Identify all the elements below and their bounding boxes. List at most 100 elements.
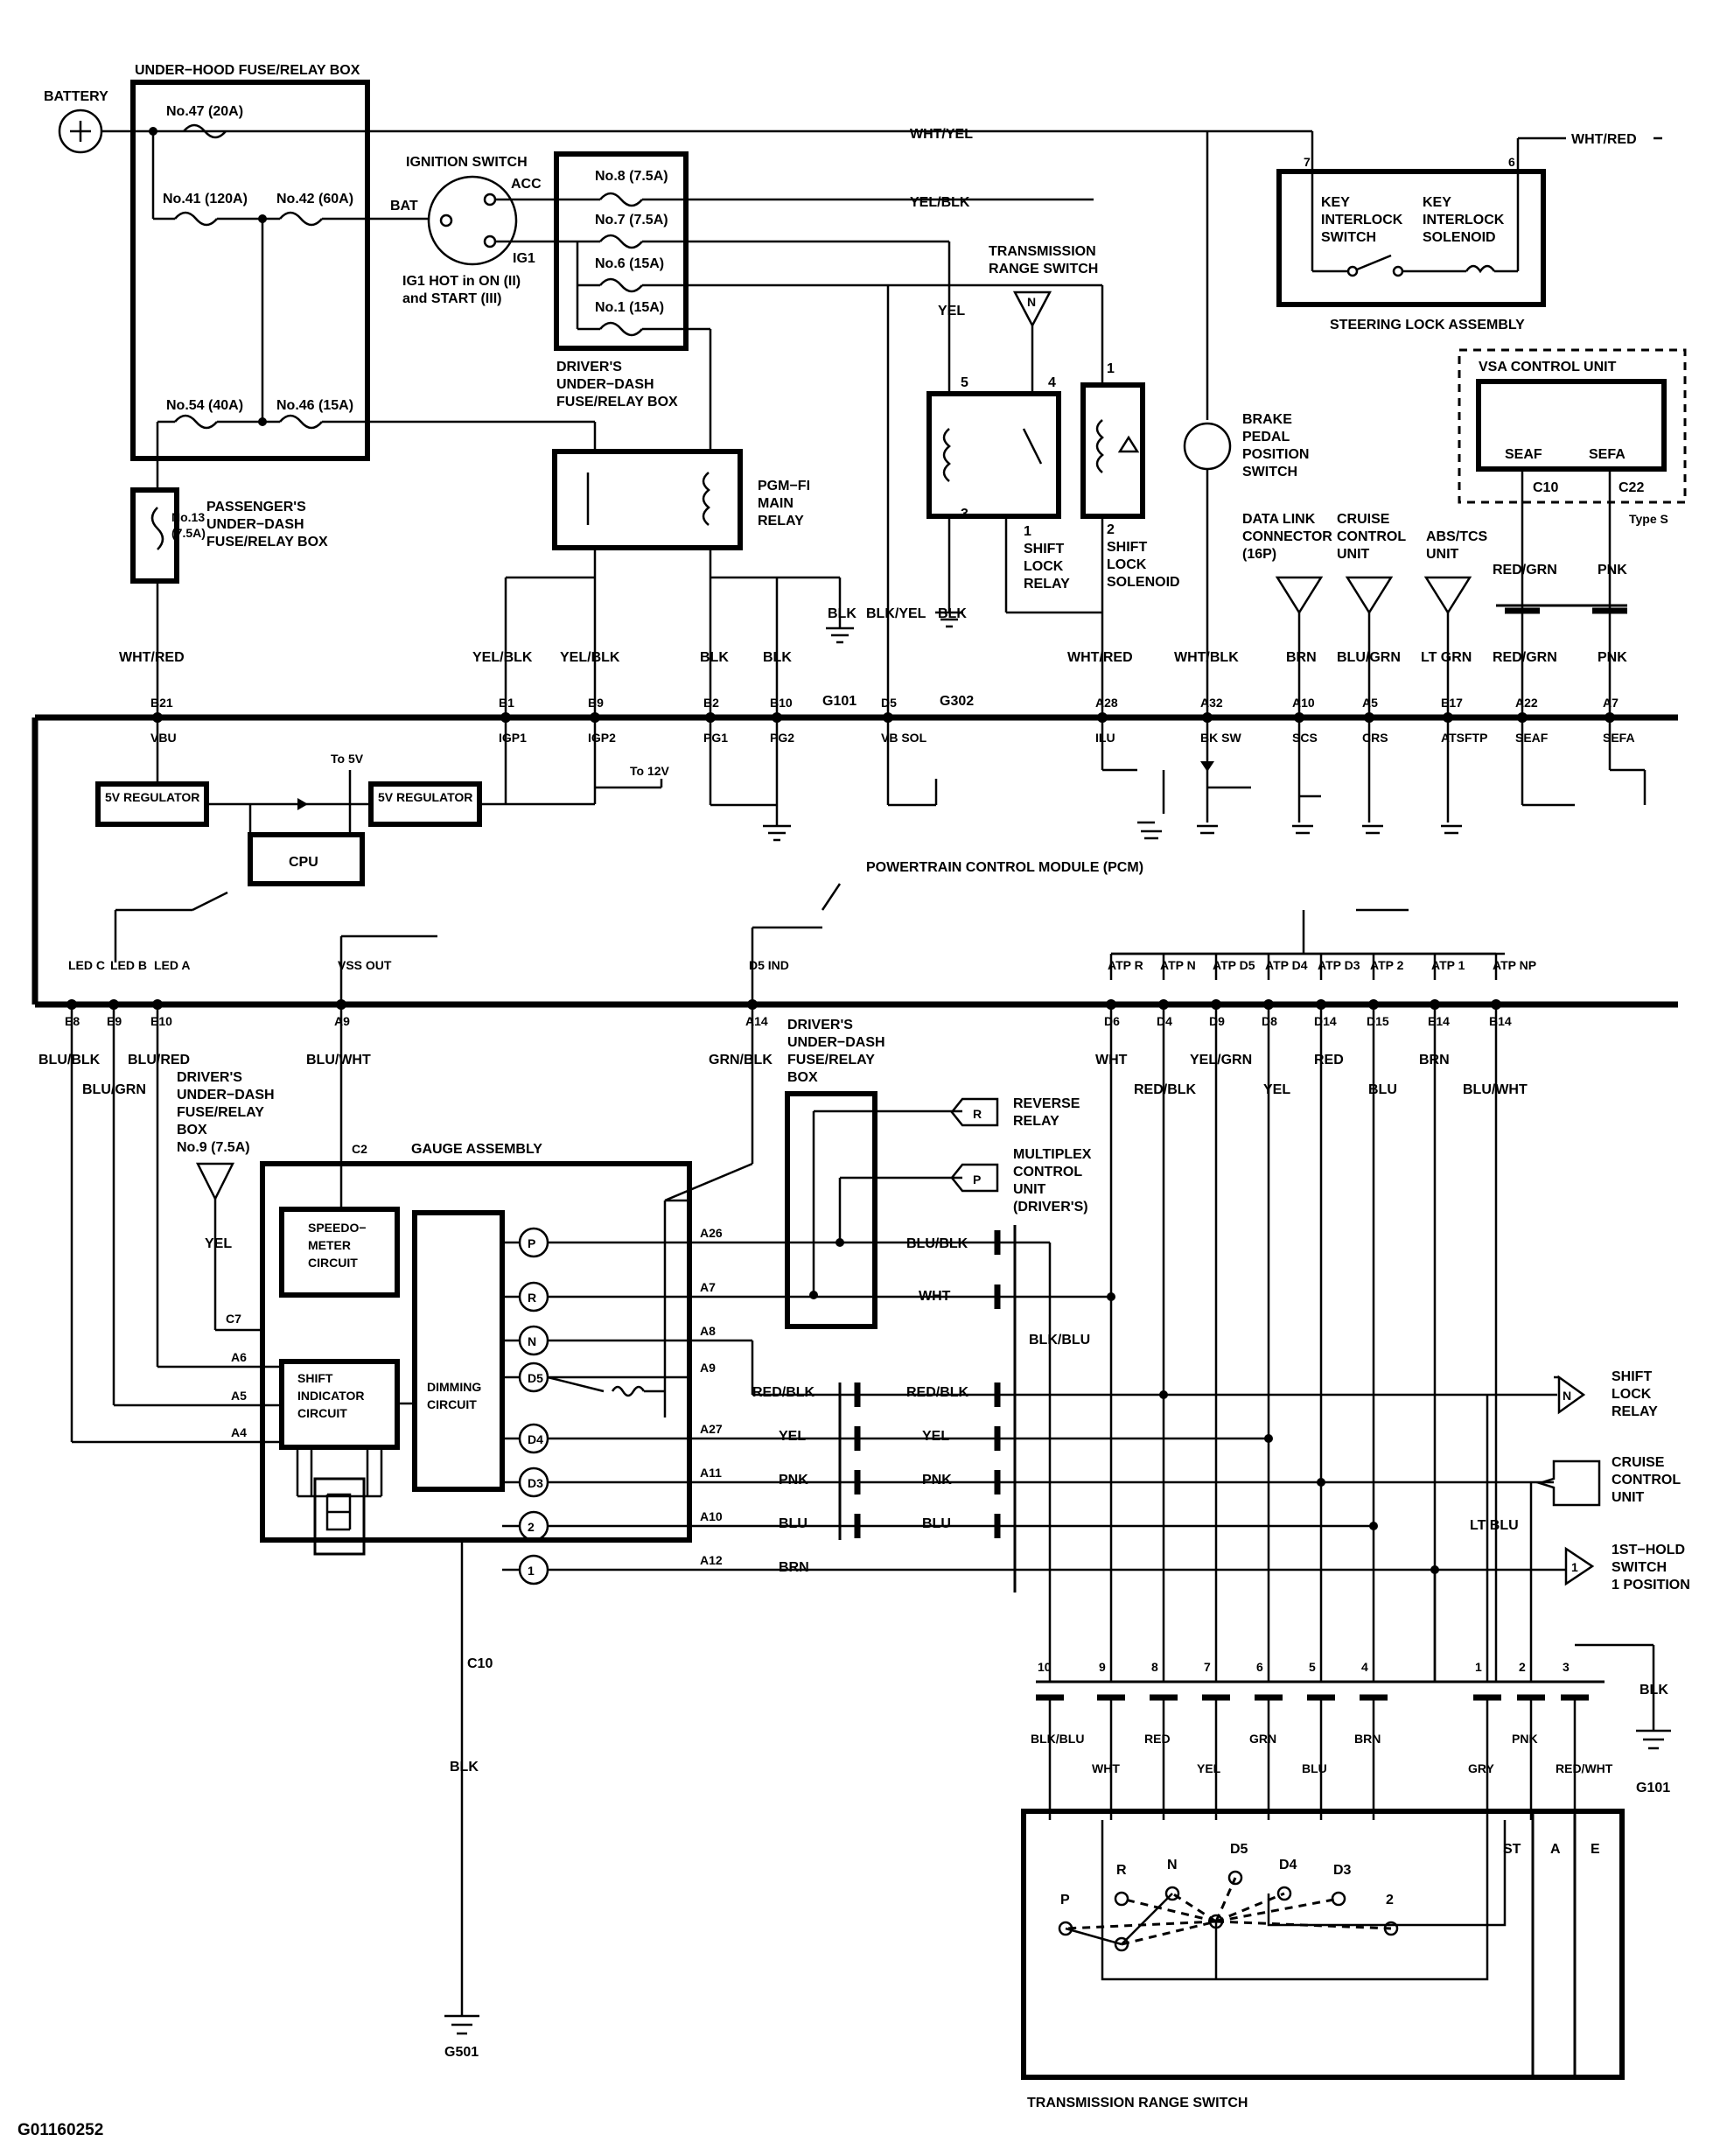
fuse-8-label: No.8 (7.5A) <box>595 169 668 184</box>
shift-lock-sol-label-3: SOLENOID <box>1107 575 1180 590</box>
wire-blk-2: BLK <box>763 650 792 665</box>
pcm-top-signal-label: IGP2 <box>588 731 616 745</box>
gauge-pin-label: A12 <box>700 1553 723 1567</box>
mux-label-1: MULTIPLEX <box>1013 1147 1092 1162</box>
key-sol-label-2: INTERLOCK <box>1423 213 1505 228</box>
abs-label-2: UNIT <box>1426 547 1459 562</box>
pgm-label-2: MAIN <box>758 496 794 511</box>
drv-fuse-label-4: BOX <box>177 1123 207 1138</box>
to-5v-label: To 5V <box>331 752 364 766</box>
ground-g101-label: G101 <box>822 694 856 709</box>
gauge-pin-label: A26 <box>700 1226 723 1240</box>
drv-fuse-label-3: FUSE/RELAY <box>177 1105 264 1120</box>
dbox-label-3: FUSE/RELAY <box>787 1053 875 1068</box>
wire-blu-mid-2: BLU <box>922 1516 951 1531</box>
under-hood-box-label: UNDER−HOOD FUSE/RELAY BOX <box>135 63 360 78</box>
pcm-top-signal-label: SCS <box>1292 731 1318 745</box>
wire-blk-g302: BLK <box>938 606 967 621</box>
pcm-bottom-signal-label-1: ATP NP <box>1493 958 1536 972</box>
c10-gauge-label: C10 <box>467 1656 493 1671</box>
trs-contact-icon <box>1276 1886 1292 1901</box>
gauge-indicator-label: R <box>528 1291 536 1305</box>
wire-wht-red-ilu: WHT/RED <box>1067 650 1133 665</box>
seven-segment-display-icon <box>313 1477 366 1556</box>
key-switch-label-1: KEY <box>1321 195 1350 210</box>
pcm-bottom-signal-label-1: ATP 2 <box>1370 958 1404 972</box>
reverse-relay-tag: R <box>973 1107 982 1121</box>
shift-ind-label-2: INDICATOR <box>297 1389 364 1403</box>
wire-lt-blu: LT BLU <box>1470 1518 1519 1533</box>
acc-label: ACC <box>511 177 542 192</box>
dimming-label-1: DIMMING <box>427 1380 481 1394</box>
pin-3: 3 <box>961 507 968 522</box>
fuse-54-icon <box>174 414 218 430</box>
pcm-bottom-pin-label: E14 <box>1428 1014 1450 1028</box>
trs-pin-number: 9 <box>1099 1660 1106 1674</box>
key-switch-label-3: SWITCH <box>1321 230 1376 245</box>
ground-g101-lower-label: G101 <box>1636 1781 1670 1796</box>
wire-brn-bottom: BRN <box>1419 1053 1450 1068</box>
dlc-label-3: (16P) <box>1242 547 1276 562</box>
pcm-top-pin-label: A32 <box>1200 696 1223 710</box>
vsa-seaf-label: SEAF <box>1505 447 1542 462</box>
ga-pin-a5: A5 <box>231 1389 247 1403</box>
reverse-relay-label-1: REVERSE <box>1013 1096 1080 1111</box>
wire-brn: BRN <box>1286 650 1317 665</box>
wire-blu-grn-top: BLU/GRN <box>1337 650 1401 665</box>
vsa-sefa-label: SEFA <box>1589 447 1626 462</box>
pcm-top-pin-label: B2 <box>703 696 719 710</box>
pcm-top-pin-label: B21 <box>150 696 173 710</box>
trs-wire-label: BLU <box>1302 1761 1327 1775</box>
c7-label: C7 <box>226 1312 241 1326</box>
wire-wht-yel: WHT/YEL <box>910 127 973 142</box>
gauge-pin-label: A7 <box>700 1280 716 1294</box>
ground-icon-g101 <box>826 626 854 644</box>
steering-lock-label: STEERING LOCK ASSEMBLY <box>1330 318 1525 332</box>
wire-red-blk-mid-1: RED/BLK <box>752 1385 815 1400</box>
ground-g302-label: G302 <box>940 694 974 709</box>
cruise-connector-icon <box>1345 576 1394 615</box>
trs-pin-number: 10 <box>1038 1660 1052 1674</box>
pcm-top-pin-label: A10 <box>1292 696 1315 710</box>
trs-position-label: D4 <box>1279 1858 1297 1872</box>
shift-lock-relay-label-2: LOCK <box>1024 559 1064 574</box>
fuse-41-label: No.41 (120A) <box>163 192 248 206</box>
trs-top-label-2: RANGE SWITCH <box>989 262 1098 276</box>
pcm-bottom-signal-label-1: ATP D4 <box>1265 958 1308 972</box>
wire-yel-mid-1: YEL <box>779 1429 806 1444</box>
wire-yel-mid-2: YEL <box>922 1429 949 1444</box>
ccu-bottom-label-1: CRUISE <box>1612 1455 1665 1470</box>
cpu-block <box>248 832 365 886</box>
trs-e-label: E <box>1591 1842 1600 1857</box>
gauge-pin-label: A27 <box>700 1422 723 1436</box>
pcm-bottom-signal-label-1: ATP N <box>1160 958 1196 972</box>
fuse-13-label-b: (7.5A) <box>171 526 206 540</box>
wire-pnk-mid-2: PNK <box>922 1473 952 1488</box>
pcm-bottom-pin-label: A14 <box>745 1014 768 1028</box>
wire-yel-grn: YEL/GRN <box>1190 1053 1252 1068</box>
multiplex-connector <box>950 1163 999 1193</box>
trs-pin-number: 1 <box>1475 1660 1482 1674</box>
trs-position-label: P <box>1060 1893 1070 1908</box>
pgm-relay-coil-icon <box>702 472 710 526</box>
trs-st-label: ST <box>1503 1842 1521 1857</box>
wire-blu-grn-bottom: BLU/GRN <box>82 1082 146 1097</box>
ga-pin-a4: A4 <box>231 1425 247 1439</box>
mux-label-4: (DRIVER'S) <box>1013 1200 1088 1214</box>
steering-lock-assembly <box>1276 169 1546 307</box>
gauge-pin-label: A10 <box>700 1509 723 1523</box>
wire-wht-bottom: WHT <box>1095 1053 1128 1068</box>
dlc-label-2: CONNECTOR <box>1242 529 1332 544</box>
fuse-47-label: No.47 (20A) <box>166 104 243 119</box>
shift-lock-relay-label-3: RELAY <box>1024 577 1070 592</box>
trs-position-label: D3 <box>1333 1863 1352 1878</box>
wire-blk-1: BLK <box>700 650 729 665</box>
wire-blk-yel: BLK/YEL <box>866 606 926 621</box>
reverse-relay-label-2: RELAY <box>1013 1114 1059 1129</box>
ig1-hot-label-2: and START (III) <box>402 291 501 306</box>
gauge-assembly-label: GAUGE ASSEMBLY <box>411 1142 542 1157</box>
ground-g501-label: G501 <box>444 2045 479 2060</box>
